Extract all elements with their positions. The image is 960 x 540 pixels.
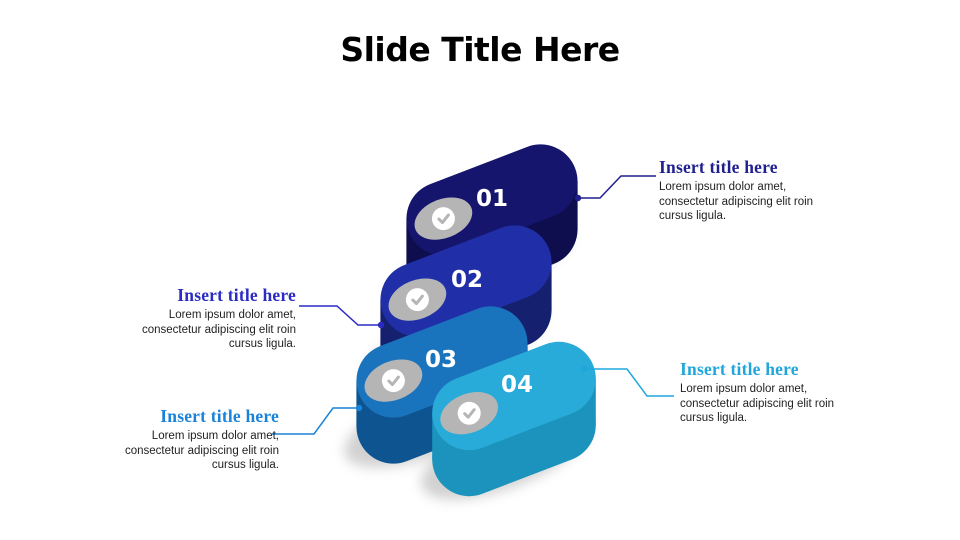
callout-body: Lorem ipsum dolor amet, consectetur adip… xyxy=(680,383,835,424)
badge-circle xyxy=(381,369,405,393)
connector-line xyxy=(577,175,656,199)
callout-title: Insert title here xyxy=(177,285,296,305)
callout-title: Insert title here xyxy=(659,157,778,177)
callout-step-04: Insert title here Lorem ipsum dolor amet… xyxy=(680,360,858,426)
connector-dot xyxy=(377,321,385,329)
connector-line xyxy=(584,368,674,397)
callout-title: Insert title here xyxy=(160,406,279,426)
step-number: 01 xyxy=(476,186,508,212)
capsule-step-04: 04 xyxy=(421,341,596,500)
callout-step-02: Insert title here Lorem ipsum dolor amet… xyxy=(116,286,296,352)
connector-line xyxy=(299,305,380,326)
connector-step-04 xyxy=(580,365,674,397)
connector-line xyxy=(272,407,358,435)
callout-title: Insert title here xyxy=(680,359,799,379)
connector-dot xyxy=(574,194,582,202)
connector-dot xyxy=(355,404,363,412)
callout-step-01: Insert title here Lorem ipsum dolor amet… xyxy=(659,158,837,224)
check-icon xyxy=(463,408,476,419)
connector-step-02 xyxy=(299,305,385,329)
step-number: 02 xyxy=(451,267,483,293)
badge-circle xyxy=(457,401,481,425)
step-number: 04 xyxy=(501,372,533,398)
callout-body: Lorem ipsum dolor amet, consectetur adip… xyxy=(124,430,279,471)
callout-body: Lorem ipsum dolor amet, consectetur adip… xyxy=(141,309,296,350)
page-title: Slide Title Here xyxy=(340,30,620,69)
callout-body: Lorem ipsum dolor amet, consectetur adip… xyxy=(659,181,814,222)
check-icon xyxy=(387,375,400,387)
badge-circle xyxy=(405,288,429,312)
check-icon xyxy=(411,294,424,306)
connector-step-03 xyxy=(272,404,363,435)
callout-step-03: Insert title here Lorem ipsum dolor amet… xyxy=(99,407,279,473)
check-icon xyxy=(437,213,450,225)
connector-step-01 xyxy=(574,175,656,202)
step-number: 03 xyxy=(425,347,457,373)
connector-dot xyxy=(580,365,588,373)
badge-circle xyxy=(431,207,455,231)
